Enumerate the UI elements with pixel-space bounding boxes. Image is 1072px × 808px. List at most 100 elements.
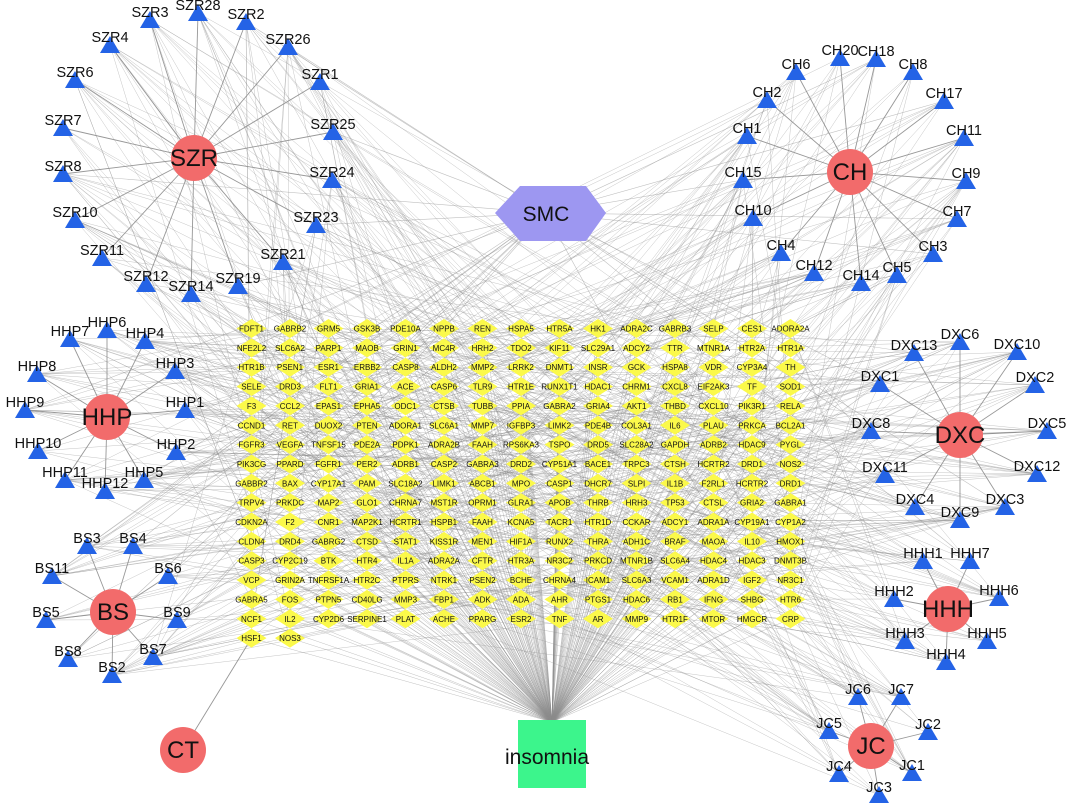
target-node[interactable]: [275, 454, 305, 474]
target-node[interactable]: [583, 609, 613, 629]
target-node[interactable]: [313, 319, 344, 338]
ingredient-node[interactable]: [954, 129, 974, 146]
target-node[interactable]: [583, 570, 613, 590]
target-node[interactable]: [506, 319, 536, 338]
target-node[interactable]: [506, 338, 536, 358]
ingredient-node[interactable]: [737, 127, 757, 144]
target-node[interactable]: [544, 589, 575, 609]
ingredient-node[interactable]: [995, 498, 1015, 515]
target-node[interactable]: [583, 589, 613, 609]
target-node[interactable]: [698, 531, 729, 551]
smc-node[interactable]: [495, 186, 606, 241]
ingredient-node[interactable]: [140, 11, 160, 28]
ingredient-node[interactable]: [166, 443, 186, 460]
ingredient-node[interactable]: [1027, 465, 1047, 482]
ingredient-node[interactable]: [58, 650, 78, 667]
target-node[interactable]: [775, 415, 806, 435]
target-node[interactable]: [737, 589, 767, 609]
target-node[interactable]: [390, 551, 421, 571]
ingredient-node[interactable]: [165, 362, 185, 379]
target-node[interactable]: [313, 377, 344, 397]
target-node[interactable]: [313, 357, 344, 377]
target-node[interactable]: [275, 338, 305, 358]
target-node[interactable]: [352, 415, 382, 435]
target-node[interactable]: [506, 570, 536, 590]
herb-node[interactable]: [937, 412, 983, 458]
ingredient-node[interactable]: [861, 422, 881, 439]
ingredient-node[interactable]: [92, 249, 112, 266]
ingredient-node[interactable]: [875, 466, 895, 483]
target-node[interactable]: [583, 454, 613, 474]
target-node[interactable]: [390, 589, 421, 609]
target-node[interactable]: [660, 531, 690, 551]
ingredient-node[interactable]: [123, 537, 143, 554]
herb-node[interactable]: [925, 586, 971, 632]
ingredient-node[interactable]: [786, 63, 806, 80]
target-node[interactable]: [429, 589, 459, 609]
ingredient-node[interactable]: [28, 442, 48, 459]
target-node[interactable]: [775, 493, 806, 513]
target-node[interactable]: [467, 609, 498, 629]
target-node[interactable]: [737, 551, 767, 571]
ingredient-node[interactable]: [36, 611, 56, 628]
target-node[interactable]: [737, 319, 767, 338]
target-node[interactable]: [775, 473, 806, 493]
ingredient-node[interactable]: [830, 49, 850, 66]
target-node[interactable]: [236, 570, 267, 590]
target-node[interactable]: [236, 551, 267, 571]
target-node[interactable]: [467, 493, 498, 513]
target-node[interactable]: [775, 512, 806, 532]
target-node[interactable]: [698, 357, 729, 377]
target-node[interactable]: [506, 512, 536, 532]
target-node[interactable]: [583, 493, 613, 513]
target-node[interactable]: [544, 435, 575, 455]
target-node[interactable]: [621, 493, 652, 513]
target-node[interactable]: [583, 319, 613, 338]
target-node[interactable]: [544, 396, 575, 416]
target-node[interactable]: [698, 415, 729, 435]
ingredient-node[interactable]: [60, 330, 80, 347]
ingredient-node[interactable]: [757, 91, 777, 108]
target-node[interactable]: [660, 609, 690, 629]
target-node[interactable]: [775, 357, 806, 377]
target-node[interactable]: [352, 589, 382, 609]
target-node[interactable]: [429, 473, 459, 493]
target-node[interactable]: [660, 415, 690, 435]
target-node[interactable]: [352, 338, 382, 358]
ingredient-node[interactable]: [100, 36, 120, 53]
target-node[interactable]: [660, 435, 690, 455]
target-node[interactable]: [583, 415, 613, 435]
ingredient-node[interactable]: [77, 537, 97, 554]
target-node[interactable]: [737, 415, 767, 435]
target-node[interactable]: [544, 338, 575, 358]
target-node[interactable]: [544, 454, 575, 474]
target-node[interactable]: [621, 396, 652, 416]
target-node[interactable]: [275, 512, 305, 532]
ingredient-node[interactable]: [950, 511, 970, 528]
target-node[interactable]: [467, 589, 498, 609]
target-node[interactable]: [275, 609, 305, 629]
target-node[interactable]: [275, 570, 305, 590]
target-node[interactable]: [429, 493, 459, 513]
target-node[interactable]: [506, 589, 536, 609]
target-node[interactable]: [313, 396, 344, 416]
target-node[interactable]: [506, 377, 536, 397]
target-node[interactable]: [737, 357, 767, 377]
target-node[interactable]: [621, 435, 652, 455]
target-node[interactable]: [390, 454, 421, 474]
target-node[interactable]: [583, 377, 613, 397]
ingredient-node[interactable]: [27, 365, 47, 382]
target-node[interactable]: [429, 512, 459, 532]
target-node[interactable]: [390, 357, 421, 377]
herb-node[interactable]: [84, 394, 130, 440]
target-node[interactable]: [698, 396, 729, 416]
target-node[interactable]: [467, 551, 498, 571]
target-node[interactable]: [467, 338, 498, 358]
target-node[interactable]: [660, 357, 690, 377]
target-node[interactable]: [506, 531, 536, 551]
target-node[interactable]: [275, 473, 305, 493]
target-node[interactable]: [313, 512, 344, 532]
target-node[interactable]: [583, 512, 613, 532]
target-node[interactable]: [429, 551, 459, 571]
ingredient-node[interactable]: [228, 277, 248, 294]
